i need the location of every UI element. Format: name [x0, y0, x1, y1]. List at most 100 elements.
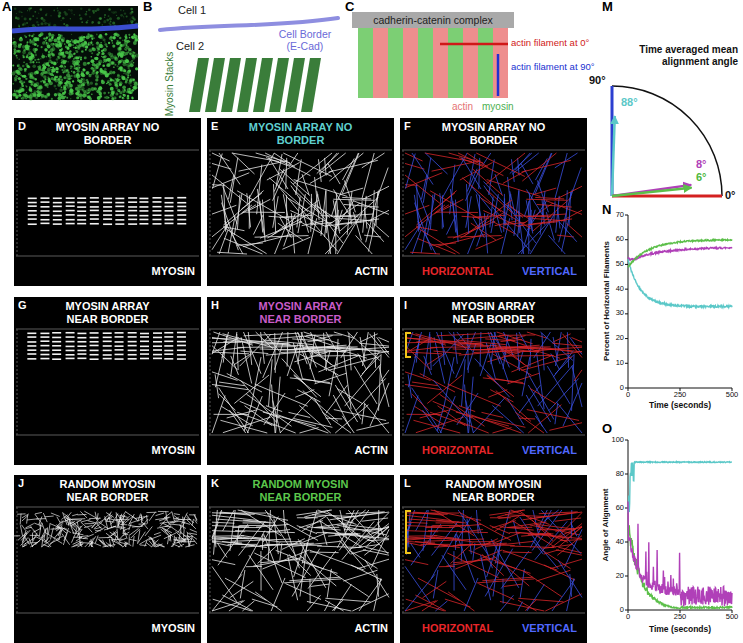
- myosin-speckle: [97, 49, 100, 52]
- myosin-speckle: [89, 49, 93, 53]
- myosin-speckle: [115, 87, 118, 90]
- myosin-speckle: [112, 42, 114, 44]
- myosin-speckle: [96, 42, 99, 45]
- myosin-speckle: [34, 71, 37, 74]
- myosin-speckle: [17, 65, 19, 67]
- actin-filament: [298, 194, 305, 233]
- myosin-speckle: [58, 78, 61, 81]
- myosin-speckle: [36, 37, 38, 39]
- myosin-speckle: [81, 50, 84, 53]
- actin-filament: [503, 194, 505, 232]
- myosin-bar: [77, 345, 86, 347]
- myosin-speckle: [82, 74, 85, 77]
- myosin-speckle: [109, 23, 111, 25]
- actin-filament: [466, 184, 468, 233]
- myosin-speckle: [14, 89, 15, 90]
- myosin-speckle: [16, 55, 18, 57]
- actin-filament: [430, 412, 467, 426]
- myosin-speckle: [25, 78, 27, 80]
- myosin-bar: [66, 346, 75, 348]
- myosin-speckle: [103, 20, 106, 23]
- simulation-panel: [207, 297, 394, 465]
- actin-filament: [417, 238, 455, 254]
- myosin-speckle: [79, 14, 81, 16]
- myosin-bar: [103, 218, 112, 220]
- actin-filament: [546, 201, 582, 215]
- actin-filament: [342, 197, 371, 199]
- myosin-bar: [40, 345, 49, 347]
- actin-filament: [213, 154, 223, 189]
- actin-filament: [416, 191, 456, 226]
- myosin-speckle: [33, 92, 37, 96]
- myosin-speckle: [124, 48, 126, 50]
- actin-filament: [440, 193, 444, 227]
- border-line: [402, 329, 585, 330]
- myosin-speckle: [98, 92, 102, 96]
- domain-line: [16, 435, 199, 436]
- myosin-speckle: [86, 11, 87, 12]
- myosin-speckle: [40, 80, 42, 82]
- actin-filament: [311, 222, 332, 224]
- myosin-speckle: [93, 12, 95, 14]
- myosin-speckle: [129, 88, 131, 90]
- myosin-bar: [128, 354, 137, 356]
- myosin-speckle: [29, 88, 33, 92]
- myosin-speckle: [51, 34, 55, 38]
- myosin-speckle: [107, 76, 108, 77]
- myosin-speckle: [30, 81, 33, 84]
- myosin-bar: [165, 215, 174, 217]
- myosin-speckle: [119, 37, 121, 39]
- actin-filament: [212, 337, 252, 343]
- myosin-stack: [237, 58, 257, 112]
- myosin-stack: [189, 58, 209, 112]
- actin-filament: [326, 418, 342, 420]
- myosin-speckle: [101, 56, 102, 57]
- actin-filament: [522, 153, 556, 181]
- myosin-speckle: [71, 13, 72, 14]
- actin-filament: [430, 191, 482, 221]
- myosin-speckle: [133, 86, 137, 90]
- myosin-speckle: [64, 65, 66, 67]
- actin-filament: [377, 168, 389, 200]
- myosin-bar: [77, 333, 86, 335]
- myosin-speckle: [121, 68, 125, 72]
- myosin-speckle: [40, 8, 43, 11]
- myosin-speckle: [81, 42, 85, 46]
- myosin-speckle: [43, 81, 46, 84]
- myosin-speckle: [79, 88, 81, 90]
- myosin-speckle: [57, 10, 59, 12]
- myosin-speckle: [131, 36, 133, 38]
- myosin-speckle: [97, 96, 101, 100]
- myosin-speckle: [40, 58, 42, 60]
- myosin-filament: [133, 536, 134, 547]
- myosin-speckle: [90, 56, 92, 58]
- myosin-speckle: [70, 18, 71, 19]
- myosin-speckle: [88, 42, 90, 44]
- myosin-speckle: [28, 73, 31, 76]
- myosin-speckle: [38, 67, 42, 71]
- myosin-speckle: [43, 75, 46, 78]
- myosin-bar: [164, 353, 173, 355]
- myosin-speckle: [110, 21, 112, 23]
- myosin-bar: [165, 197, 174, 199]
- myosin-speckle: [92, 47, 96, 51]
- myosin-speckle: [71, 71, 72, 72]
- myosin-speckle: [14, 50, 17, 53]
- myosin-speckle: [130, 78, 134, 82]
- myosin-bar: [140, 349, 149, 351]
- myosin-speckle: [106, 19, 109, 22]
- myosin-speckle: [129, 74, 131, 76]
- myosin-speckle: [81, 50, 83, 52]
- myosin-speckle: [26, 42, 28, 44]
- actin-filament: [473, 397, 505, 433]
- myosin-speckle: [36, 88, 37, 89]
- myosin-speckle: [101, 80, 103, 82]
- actin-filament: [423, 158, 431, 203]
- actin-filament: [356, 423, 389, 431]
- actin-filament: [260, 349, 298, 350]
- myosin-bar: [90, 341, 99, 343]
- panel-ground: [400, 297, 587, 465]
- myosin-speckle: [54, 78, 57, 81]
- actin-filament: [212, 347, 244, 351]
- myosin-speckle: [95, 72, 98, 75]
